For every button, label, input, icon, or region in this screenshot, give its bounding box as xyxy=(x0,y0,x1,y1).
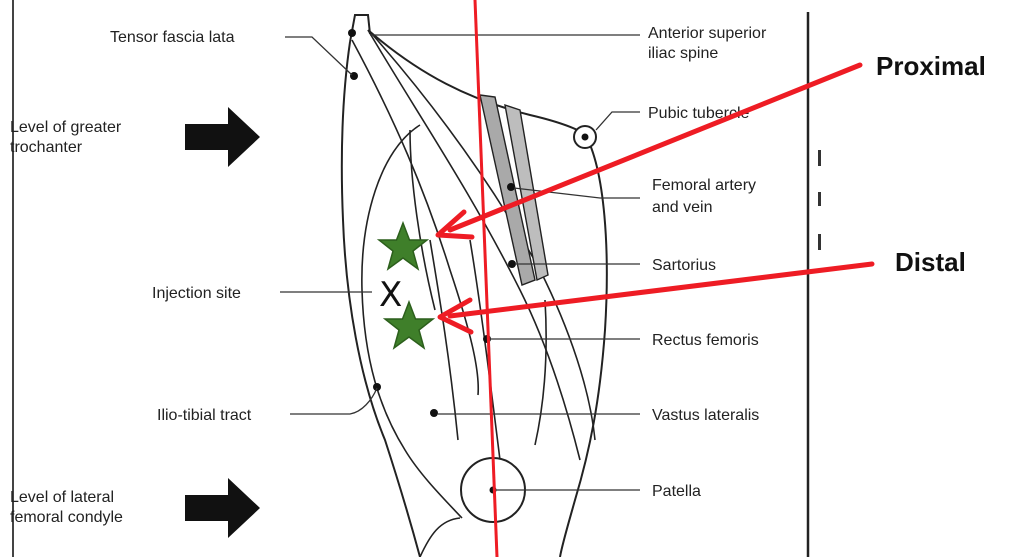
cropped-text-fragment-1 xyxy=(818,150,821,166)
label-femoral-line1: Femoral artery xyxy=(652,177,756,194)
label-injection-site: Injection site xyxy=(152,285,241,302)
label-vastus-lateralis: Vastus lateralis xyxy=(652,407,759,424)
sartorius-dot xyxy=(508,260,516,268)
label-level-lateral-condyle-line2: femoral condyle xyxy=(10,509,123,526)
label-ilio-tibial-tract: Ilio-tibial tract xyxy=(157,407,252,424)
label-tensor-fascia-lata: Tensor fascia lata xyxy=(110,29,235,46)
label-asis-line1: Anterior superior xyxy=(648,25,767,42)
injection-site-mark: X xyxy=(379,275,402,315)
femoral-dot xyxy=(507,183,515,191)
pubic-tubercle-marker xyxy=(574,126,596,148)
label-level-greater-trochanter-line1: Level of greater xyxy=(10,119,122,136)
block-arrow-greater-trochanter-icon xyxy=(185,107,260,167)
femoral-vessels xyxy=(480,95,548,285)
block-arrow-lateral-condyle-icon xyxy=(185,478,260,538)
annotation-distal: Distal xyxy=(895,247,966,277)
label-patella: Patella xyxy=(652,483,701,500)
label-rectus-femoris: Rectus femoris xyxy=(652,332,759,349)
vastus-lateralis-dot xyxy=(430,409,438,417)
label-sartorius: Sartorius xyxy=(652,257,716,274)
cropped-text-fragment-2 xyxy=(818,192,821,206)
proximal-star-icon xyxy=(379,223,427,269)
cropped-text-fragment-3 xyxy=(818,234,821,250)
label-level-lateral-condyle-line1: Level of lateral xyxy=(10,489,114,506)
label-level-greater-trochanter-line2: trochanter xyxy=(10,139,83,156)
annotation-proximal: Proximal xyxy=(876,51,986,81)
label-asis-line2: iliac spine xyxy=(648,45,718,62)
tensor-fascia-dot xyxy=(350,72,358,80)
ilio-tibial-dot xyxy=(373,383,381,391)
label-femoral-line2: and vein xyxy=(652,199,713,216)
leader-lines xyxy=(280,35,640,490)
asis-dot xyxy=(348,29,356,37)
